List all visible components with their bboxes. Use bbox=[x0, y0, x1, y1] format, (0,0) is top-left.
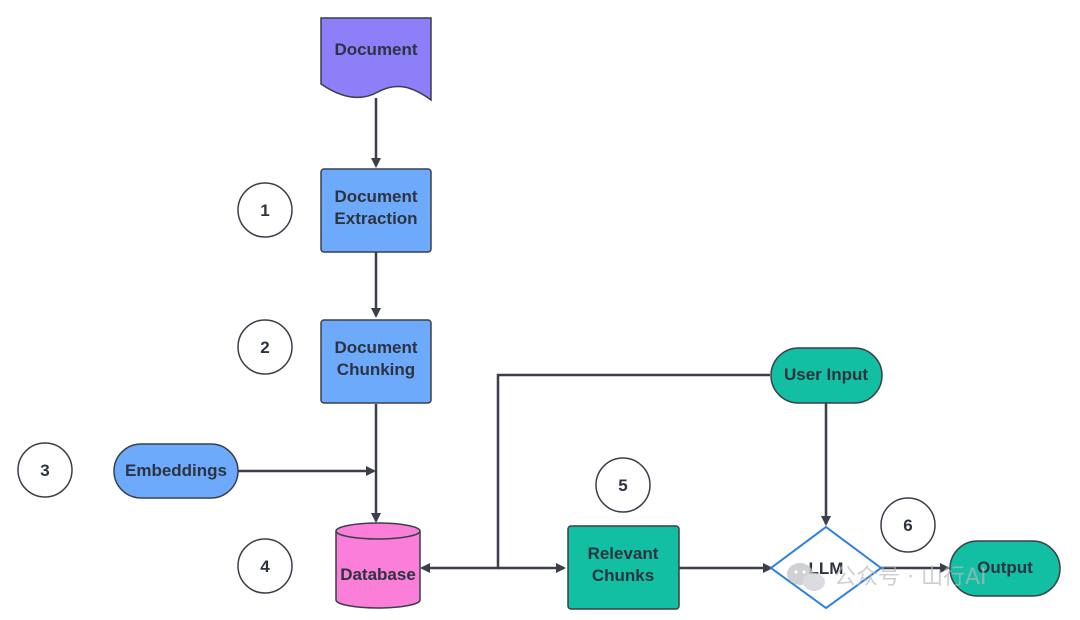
extraction-shape bbox=[320, 168, 432, 253]
node-llm: LLM bbox=[769, 525, 883, 610]
step-circle-5: 5 bbox=[595, 457, 651, 513]
node-document-extraction: Document Extraction bbox=[320, 168, 432, 253]
edge-userinput-to-database bbox=[420, 373, 770, 573]
database-label: Database bbox=[340, 565, 416, 584]
node-database: Database bbox=[335, 522, 421, 609]
chunking-label-line2: Chunking bbox=[337, 360, 415, 379]
step-circle-2: 2 bbox=[237, 319, 293, 375]
embeddings-shape bbox=[113, 443, 239, 499]
step-number-3: 3 bbox=[40, 461, 49, 480]
user-input-shape bbox=[770, 347, 883, 404]
step-circle-3: 3 bbox=[17, 442, 73, 498]
node-document: Document bbox=[320, 17, 432, 102]
output-label: Output bbox=[977, 558, 1033, 577]
relevant-chunks-label-line1: Relevant bbox=[588, 544, 659, 563]
llm-label: LLM bbox=[809, 559, 844, 578]
output-shape bbox=[949, 540, 1061, 597]
user-input-label: User Input bbox=[784, 365, 868, 384]
step-number-6: 6 bbox=[903, 516, 912, 535]
llm-shape bbox=[769, 525, 883, 610]
document-label: Document bbox=[334, 40, 417, 59]
step-circle-1: 1 bbox=[237, 182, 293, 238]
step-number-1: 1 bbox=[260, 201, 269, 220]
step-number-4: 4 bbox=[260, 557, 270, 576]
step-number-2: 2 bbox=[260, 338, 269, 357]
node-user-input: User Input bbox=[770, 347, 883, 404]
chunking-shape bbox=[320, 319, 432, 404]
watermark: 公众号 · 山行AI bbox=[787, 563, 987, 591]
watermark-text: 公众号 · 山行AI bbox=[834, 565, 987, 590]
node-embeddings: Embeddings bbox=[113, 443, 239, 499]
embeddings-label: Embeddings bbox=[125, 461, 227, 480]
extraction-label-line1: Document bbox=[334, 187, 417, 206]
node-document-chunking: Document Chunking bbox=[320, 319, 432, 404]
relevant-chunks-label-line2: Chunks bbox=[592, 566, 654, 585]
step-circle-4: 4 bbox=[237, 538, 293, 594]
step-number-5: 5 bbox=[618, 476, 627, 495]
step-circle-6: 6 bbox=[880, 497, 936, 553]
wechat-icon bbox=[787, 563, 825, 591]
extraction-label-line2: Extraction bbox=[334, 209, 417, 228]
database-top bbox=[335, 522, 421, 540]
node-output: Output bbox=[949, 540, 1061, 597]
database-body bbox=[335, 531, 421, 609]
document-shape bbox=[320, 17, 432, 102]
node-relevant-chunks: Relevant Chunks bbox=[567, 525, 680, 610]
chunking-label-line1: Document bbox=[334, 338, 417, 357]
relevant-chunks-shape bbox=[567, 525, 680, 610]
